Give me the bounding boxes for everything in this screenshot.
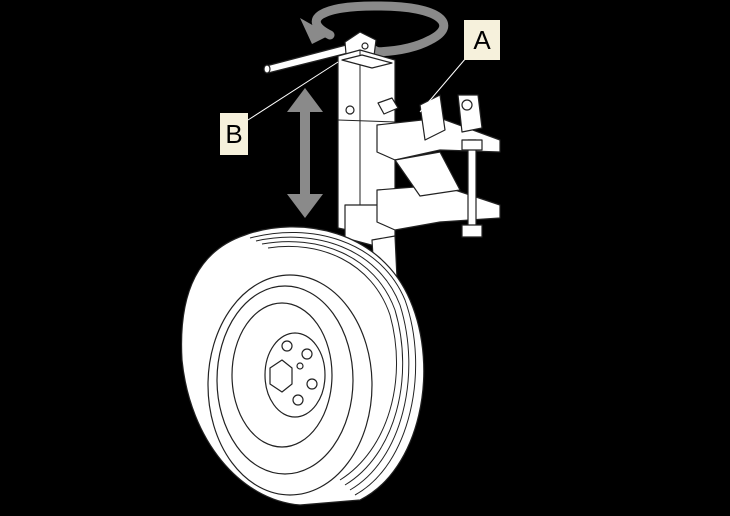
height-arrow [287,88,323,218]
leader-line-b [247,61,339,121]
leader-line-a [419,57,467,113]
label-b: B [220,113,248,155]
label-a: A [464,20,500,60]
mounting-bracket [376,94,501,238]
wheel [180,226,425,506]
